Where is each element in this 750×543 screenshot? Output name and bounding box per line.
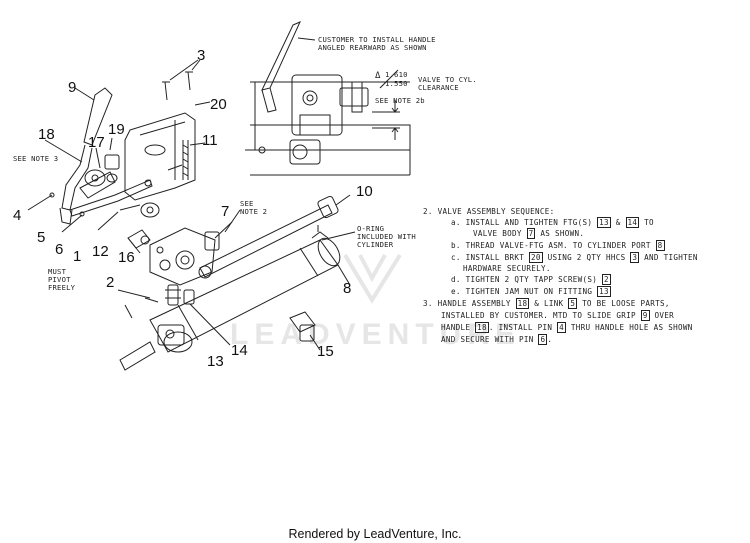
part-fittings-13-14 <box>165 284 231 346</box>
instr-line-3-cont1: INSTALLED BY CUSTOMER. MTD TO SLIDE GRIP… <box>441 310 674 321</box>
watermark-text: LEADVENTURE <box>230 318 522 351</box>
note-see-2-a: SEE <box>240 199 254 208</box>
note-customer-install-1: CUSTOMER TO INSTALL HANDLE <box>318 35 436 44</box>
instr-line-2b: b. THREAD VALVE-FTG ASM. TO CYLINDER POR… <box>451 240 665 251</box>
inset-view <box>245 21 411 176</box>
dim-upper: 1.610 <box>385 70 408 79</box>
callout-5: 5 <box>37 229 46 246</box>
note-valve-to-cyl-2: CLEARANCE <box>418 83 459 92</box>
note-valve-to-cyl-1: VALVE TO CYL. <box>418 75 477 84</box>
callout-1: 1 <box>73 248 82 265</box>
part-pin-4 <box>27 192 55 211</box>
note-customer-install-2: ANGLED REARWARD AS SHOWN <box>318 43 427 52</box>
part-valve-body <box>149 221 233 286</box>
callout-11: 11 <box>202 132 218 149</box>
callout-2: 2 <box>106 274 115 291</box>
instr-line-2e: e. TIGHTEN JAM NUT ON FITTING 13 <box>451 286 611 297</box>
callout-4: 4 <box>13 207 22 224</box>
part-clevis <box>97 202 160 231</box>
callout-12: 12 <box>92 243 109 260</box>
callout-14: 14 <box>231 342 248 359</box>
callout-19: 19 <box>108 121 125 138</box>
instr-line-3: 3. HANDLE ASSEMBLY 18 & LINK 5 TO BE LOO… <box>423 298 670 309</box>
leader-oring <box>321 231 356 241</box>
callout-9: 9 <box>68 79 77 96</box>
callout-16: 16 <box>118 249 135 266</box>
note-must-pivot-2: PIVOT <box>48 275 71 284</box>
note-see-2-b: NOTE 2 <box>240 207 268 216</box>
watermark-logo <box>343 253 402 304</box>
part-link <box>69 179 153 217</box>
note-must-pivot-1: MUST <box>48 267 67 276</box>
note-see-3: SEE NOTE 3 <box>13 154 59 163</box>
instr-line-2d: d. TIGHTEN 2 QTY TAPP SCREW(S) 2 <box>451 274 611 285</box>
part-tapp-screws <box>117 289 159 319</box>
instr-line-3-cont3: AND SECURE WITH PIN 6. <box>441 334 553 345</box>
note-oring-2: INCLUDED WITH <box>357 232 416 241</box>
footer-credit: Rendered by LeadVenture, Inc. <box>288 527 462 541</box>
part-cylinder <box>119 225 351 371</box>
callout-18: 18 <box>38 126 55 143</box>
part-screws <box>162 59 201 101</box>
callout-13: 13 <box>207 353 224 370</box>
callout-8: 8 <box>343 280 352 297</box>
callout-20: 20 <box>210 96 227 113</box>
instr-line-2: 2. VALVE ASSEMBLY SEQUENCE: <box>423 207 555 216</box>
callout-15: 15 <box>317 343 334 360</box>
callout-17: 17 <box>88 134 105 151</box>
part-elbow-15 <box>289 311 321 351</box>
dim-symbol: Δ <box>375 71 381 81</box>
instr-line-3-cont2: HANDLE 18. INSTALL PIN 4 THRU HANDLE HOL… <box>441 322 693 333</box>
callout-7: 7 <box>221 203 230 220</box>
part-fitting-16 <box>127 229 151 254</box>
leader-note2 <box>224 209 241 233</box>
instr-line-2a-cont: VALVE BODY 7 AS SHOWN. <box>473 228 585 239</box>
note-see-2b: SEE NOTE 2b <box>375 96 425 105</box>
note-must-pivot-3: FREELY <box>48 283 76 292</box>
instr-line-2a: a. INSTALL AND TIGHTEN FTG(S) 13 & 14 TO <box>451 217 654 228</box>
part-handle <box>44 139 93 225</box>
instr-line-2c-cont: HARDWARE SECURELY. <box>463 264 551 273</box>
part-bracket <box>124 101 211 201</box>
part-pin-6 <box>61 211 85 233</box>
part-piston-rod <box>198 194 351 279</box>
part-pivot <box>79 137 120 199</box>
part-spring <box>182 140 206 180</box>
part-grip <box>74 87 113 146</box>
callout-3: 3 <box>197 47 206 64</box>
callout-6: 6 <box>55 241 64 258</box>
dim-lower: 1.550 <box>385 79 408 88</box>
instr-line-2c: c. INSTALL BRKT 20 USING 2 QTY HHCS 3 AN… <box>451 252 698 263</box>
callout-10: 10 <box>356 183 373 200</box>
note-oring-1: O-RING <box>357 224 385 233</box>
note-oring-3: CYLINDER <box>357 240 394 249</box>
